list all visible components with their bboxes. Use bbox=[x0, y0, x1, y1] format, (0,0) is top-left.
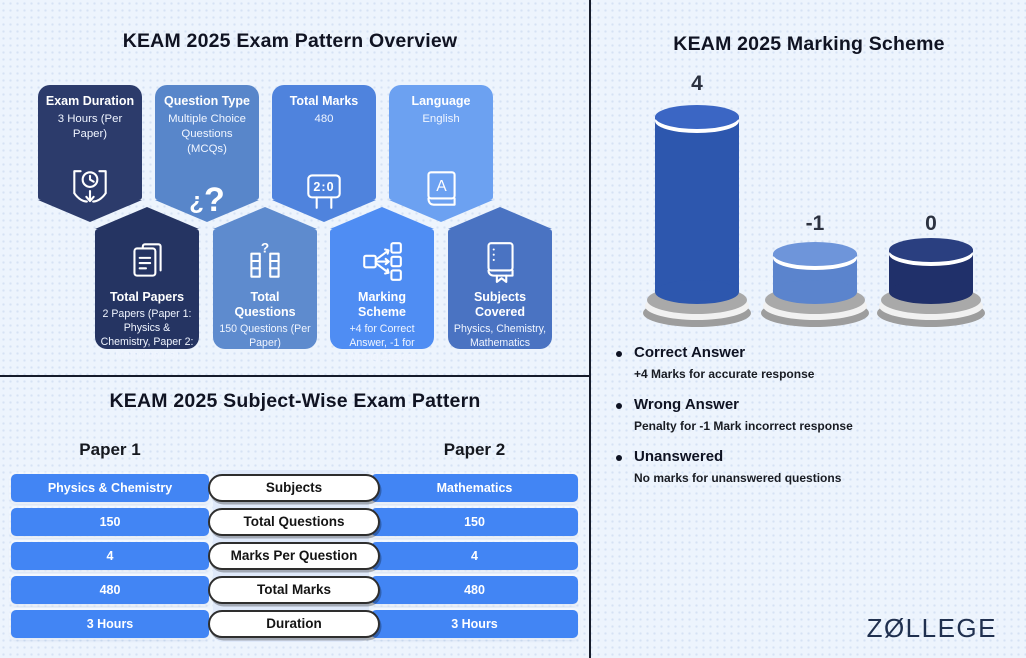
marking-bullet-0: Correct Answer +4 Marks for accurate res… bbox=[616, 344, 916, 382]
marking-bullet-1: Wrong Answer Penalty for -1 Mark incorre… bbox=[616, 396, 916, 434]
badge-body: Exam Duration 3 Hours (Per Paper) bbox=[38, 85, 142, 203]
badge-title: Marking Scheme bbox=[358, 290, 406, 319]
row-label-pill-4: Duration bbox=[208, 609, 380, 638]
question-marks-icon: ¿? bbox=[189, 181, 225, 219]
badge-title: Question Type bbox=[164, 94, 250, 108]
badge-title: Exam Duration bbox=[45, 94, 135, 108]
svg-text:?: ? bbox=[261, 241, 269, 256]
badge-body: ? Total Questions 150 Questions (Per Paper… bbox=[213, 229, 317, 349]
paper2-cell-0: Mathematics bbox=[371, 474, 578, 502]
badge-point-up bbox=[213, 207, 317, 229]
marking-scheme-panel: KEAM 2025 Marking Scheme 4 -1 0 bbox=[592, 0, 1026, 658]
cylinder-bar--1 bbox=[760, 70, 870, 330]
bullet-dot bbox=[616, 403, 622, 410]
badge-subtitle: Multiple Choice Questions (MCQs) bbox=[168, 113, 246, 155]
paper1-cell-2: 4 bbox=[11, 542, 209, 570]
cylinder-bar-4 bbox=[642, 70, 752, 330]
branch-icon bbox=[359, 238, 405, 289]
bullet-title: Correct Answer bbox=[634, 344, 746, 361]
badge-point-up bbox=[95, 207, 199, 229]
paper2-cell-4: 3 Hours bbox=[371, 610, 578, 638]
badge-subtitle: 3 Hours (Per Paper) bbox=[57, 113, 123, 140]
badge-body: Total Marks 480 2:0 bbox=[272, 85, 376, 209]
paper1-cell-3: 480 bbox=[11, 576, 209, 604]
cylinder-bar-0 bbox=[876, 70, 986, 330]
badge-total-marks: Total Marks 480 2:0 bbox=[272, 85, 376, 222]
book-clock-icon bbox=[67, 166, 113, 217]
marking-bullets: Correct Answer +4 Marks for accurate res… bbox=[616, 344, 916, 501]
row-label-pill-1: Total Questions bbox=[208, 507, 380, 536]
paper1-cell-1: 150 bbox=[11, 508, 209, 536]
vertical-divider bbox=[589, 0, 591, 658]
badge-subtitle: 2 Papers (Paper 1: Physics & Chemistry, … bbox=[100, 308, 194, 362]
badge-point-up bbox=[330, 207, 434, 229]
bullet-text: Unanswered No marks for unanswered quest… bbox=[634, 448, 841, 486]
badge-subtitle: English bbox=[422, 113, 460, 125]
chart-value-label: -1 bbox=[805, 212, 825, 235]
badge-subtitle: Physics, Chemistry, Mathematics bbox=[453, 323, 547, 349]
badge-exam-duration: Exam Duration 3 Hours (Per Paper) bbox=[38, 85, 142, 222]
language-book-icon: A bbox=[418, 166, 464, 217]
badge-subtitle: +4 for Correct Answer, -1 for Wrong Answ… bbox=[347, 323, 417, 363]
badge-subtitle: 480 bbox=[314, 113, 334, 125]
svg-text:A: A bbox=[436, 178, 447, 195]
scoreboard-icon: 2:0 bbox=[301, 166, 347, 217]
badge-title: Subjects Covered bbox=[473, 290, 527, 319]
paper1-cell-0: Physics & Chemistry bbox=[11, 474, 209, 502]
bullet-desc: +4 Marks for accurate response bbox=[634, 367, 815, 381]
svg-text:2:0: 2:0 bbox=[313, 180, 334, 194]
zollege-logo: ZØLLEGE bbox=[866, 613, 997, 643]
badge-title: Total Questions bbox=[234, 290, 296, 319]
badge-body: Marking Scheme +4 for Correct Answer, -1 … bbox=[330, 229, 434, 363]
marking-bullet-2: Unanswered No marks for unanswered quest… bbox=[616, 448, 916, 486]
bookmark-book-icon bbox=[477, 238, 523, 289]
row-label-pill-0: Subjects bbox=[208, 473, 380, 502]
row-label-pill-3: Total Marks bbox=[208, 575, 380, 604]
bullet-text: Correct Answer +4 Marks for accurate res… bbox=[634, 344, 814, 382]
subject-table-title: KEAM 2025 Subject-Wise Exam Pattern bbox=[109, 390, 481, 412]
paper2-cell-1: 150 bbox=[371, 508, 578, 536]
papers-icon bbox=[124, 238, 170, 289]
badge-title: Total Papers bbox=[109, 290, 185, 304]
paper2-cell-3: 480 bbox=[371, 576, 578, 604]
overview-title: KEAM 2025 Exam Pattern Overview bbox=[122, 30, 458, 52]
bullet-dot bbox=[616, 351, 622, 357]
bullet-title: Unanswered bbox=[634, 448, 724, 466]
bullet-desc: No marks for unanswered questions bbox=[634, 471, 842, 486]
paper1-column-header: Paper 1 bbox=[79, 440, 141, 459]
chart-value-label: 4 bbox=[691, 72, 703, 95]
badge-title: Total Marks bbox=[289, 94, 359, 108]
question-columns-icon: ? bbox=[242, 238, 288, 289]
badge-title: Language bbox=[411, 94, 471, 108]
bullet-desc: Penalty for -1 Mark incorrect response bbox=[634, 419, 853, 434]
bullet-title: Wrong Answer bbox=[634, 396, 740, 414]
badge-body: Total Papers 2 Papers (Paper 1: Physics &… bbox=[95, 229, 199, 361]
chart-value-label: 0 bbox=[925, 212, 937, 235]
paper1-cell-4: 3 Hours bbox=[11, 610, 209, 638]
row-label-pill-2: Marks Per Question bbox=[208, 541, 380, 570]
bullet-text: Wrong Answer Penalty for -1 Mark incorre… bbox=[634, 396, 853, 434]
horizontal-divider bbox=[0, 375, 589, 377]
marking-scheme-title: KEAM 2025 Marking Scheme bbox=[673, 33, 945, 55]
paper2-cell-2: 4 bbox=[371, 542, 578, 570]
badge-subtitle: 150 Questions (Per Paper) bbox=[219, 323, 311, 349]
paper2-column-header: Paper 2 bbox=[443, 440, 506, 459]
badge-marking-scheme: Marking Scheme +4 for Correct Answer, -1 … bbox=[330, 207, 434, 363]
bullet-dot bbox=[616, 455, 622, 462]
badge-total-questions: ? Total Questions 150 Questions (Per Paper… bbox=[213, 207, 317, 349]
badge-total-papers: Total Papers 2 Papers (Paper 1: Physics &… bbox=[95, 207, 199, 361]
badge-point-up bbox=[448, 207, 552, 229]
